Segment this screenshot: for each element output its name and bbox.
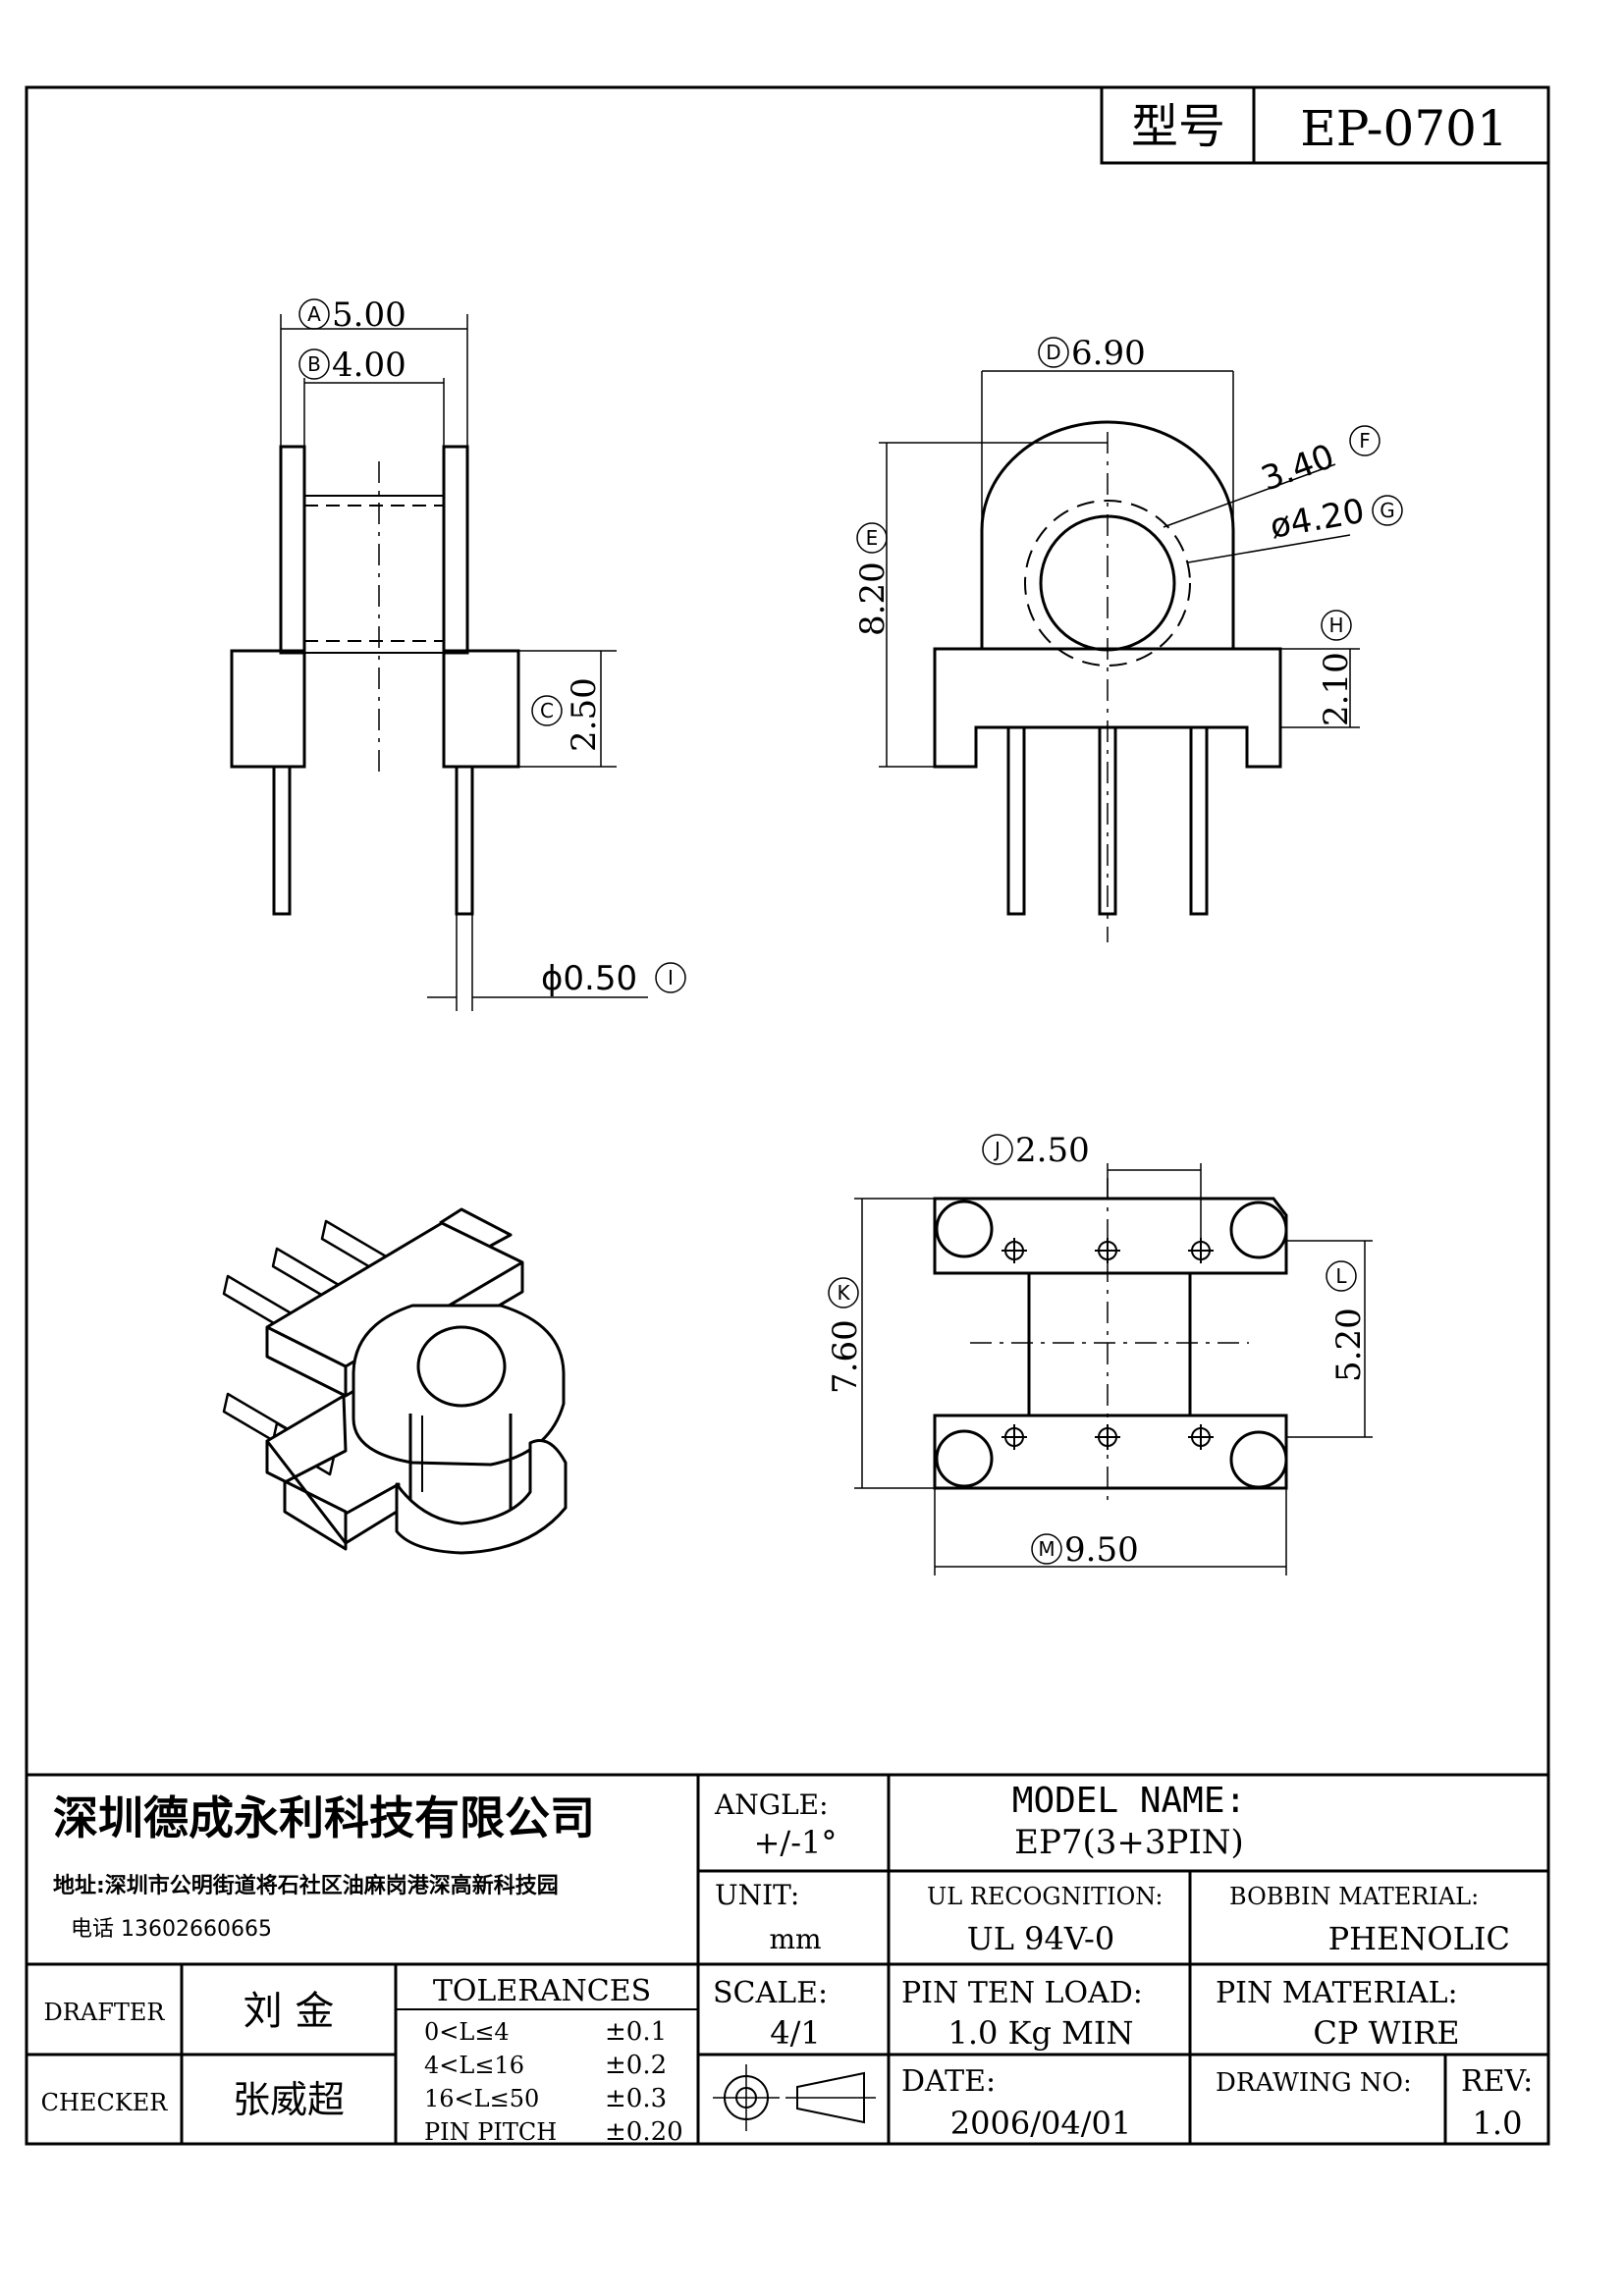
svg-text:E: E (866, 526, 879, 550)
drafter-value: 刘 金 (244, 1989, 335, 2034)
front-view (230, 314, 648, 1011)
tolerance-value-4: ±0.20 (605, 2117, 683, 2147)
svg-text:M: M (1038, 1537, 1055, 1561)
bottom-view (854, 1163, 1373, 1575)
dim-g: ø4.20 G (1268, 492, 1403, 547)
svg-text:8.20: 8.20 (853, 561, 893, 636)
dim-h: H 2.10 (1317, 610, 1356, 726)
company-address: 地址:深圳市公明街道将石社区油麻岗港深高新科技园 (53, 1873, 559, 1898)
drawing-no-label: DRAWING NO: (1216, 2068, 1412, 2098)
isometric-view (222, 1207, 568, 1555)
title-block-text: 深圳德成永利科技有限公司 地址:深圳市公明街道将石社区油麻岗港深高新科技园 电话… (41, 1781, 1534, 2147)
date-value: 2006/04/01 (950, 2105, 1131, 2142)
svg-text:H: H (1328, 614, 1343, 637)
dim-c: C 2.50 (531, 677, 604, 752)
unit-label: UNIT: (715, 1879, 799, 1911)
svg-text:B: B (307, 352, 321, 376)
side-view (879, 370, 1360, 942)
checker-label: CHECKER (41, 2089, 169, 2116)
tolerance-range-3: 16<L≤50 (424, 2085, 539, 2112)
svg-text:7.60: 7.60 (826, 1319, 865, 1394)
tolerances-label: TOLERANCES (433, 1974, 651, 2008)
pin-load-label: PIN TEN LOAD: (901, 1976, 1143, 2010)
pin-material-label: PIN MATERIAL: (1216, 1976, 1458, 2010)
dim-m: M 9.50 (1031, 1530, 1139, 1570)
checker-value: 张威超 (233, 2078, 345, 2121)
svg-text:9.50: 9.50 (1064, 1530, 1139, 1570)
tolerance-range-2: 4<L≤16 (424, 2052, 524, 2079)
svg-text:D: D (1046, 341, 1060, 364)
svg-text:G: G (1380, 499, 1395, 522)
svg-text:L: L (1335, 1264, 1347, 1288)
dim-i: ϕ0.50 I (541, 959, 686, 998)
svg-text:5.00: 5.00 (332, 295, 406, 335)
dim-d: D 6.90 (1038, 334, 1146, 373)
ul-label: UL RECOGNITION: (927, 1883, 1163, 1910)
company-phone: 电话 13602660665 (71, 1917, 272, 1942)
svg-text:K: K (837, 1281, 850, 1305)
date-label: DATE: (901, 2064, 996, 2099)
angle-value: +/-1° (754, 1824, 838, 1861)
dim-e: E 8.20 (853, 522, 893, 636)
svg-text:5.20: 5.20 (1329, 1308, 1369, 1382)
model-number: EP-0701 (1300, 100, 1508, 157)
scale-value: 4/1 (770, 2014, 821, 2052)
drafter-label: DRAFTER (44, 1999, 166, 2026)
dim-k: K 7.60 (826, 1277, 865, 1394)
svg-text:A: A (307, 302, 321, 326)
dim-j: J 2.50 (982, 1131, 1090, 1170)
svg-text:F: F (1359, 429, 1371, 453)
angle-label: ANGLE: (714, 1789, 829, 1821)
unit-value: mm (769, 1923, 821, 1955)
svg-text:6.90: 6.90 (1071, 334, 1146, 373)
pin-material-value: CP WIRE (1313, 2014, 1459, 2052)
svg-text:2.50: 2.50 (1015, 1131, 1090, 1170)
svg-text:C: C (540, 699, 554, 722)
dim-b: B 4.00 (298, 346, 406, 385)
rev-value: 1.0 (1473, 2105, 1523, 2142)
bobbin-value: PHENOLIC (1328, 1920, 1510, 1957)
svg-text:3.40: 3.40 (1256, 437, 1339, 499)
svg-text:2.50: 2.50 (565, 677, 604, 752)
tolerance-range-4: PIN PITCH (424, 2118, 557, 2146)
model-label: 型号 (1131, 99, 1225, 154)
title-block (27, 1773, 1548, 2144)
svg-text:ø4.20: ø4.20 (1268, 492, 1368, 547)
dim-a: A 5.00 (298, 295, 406, 335)
model-name-value: EP7(3+3PIN) (1014, 1823, 1244, 1862)
model-name-label: MODEL NAME: (1012, 1781, 1246, 1821)
tolerance-value-2: ±0.2 (605, 2051, 667, 2080)
scale-label: SCALE: (713, 1976, 828, 2010)
sheet-border (25, 85, 1550, 2146)
svg-text:J: J (993, 1138, 1001, 1161)
svg-text:ϕ0.50: ϕ0.50 (541, 959, 637, 998)
tolerance-value-3: ±0.3 (605, 2084, 667, 2113)
tolerance-value-1: ±0.1 (605, 2017, 667, 2047)
ul-value: UL 94V-0 (967, 1920, 1114, 1957)
bobbin-label: BOBBIN MATERIAL: (1229, 1883, 1479, 1910)
rev-label: REV: (1461, 2064, 1533, 2099)
svg-text:4.00: 4.00 (332, 346, 406, 385)
tolerance-range-1: 0<L≤4 (424, 2018, 510, 2046)
svg-text:2.10: 2.10 (1317, 652, 1356, 726)
dim-f: 3.40 F (1256, 425, 1380, 499)
pin-load-value: 1.0 Kg MIN (947, 2014, 1133, 2052)
svg-text:I: I (668, 966, 674, 989)
dim-l: L 5.20 (1326, 1260, 1369, 1382)
model-header: 型号 EP-0701 (1100, 85, 1550, 165)
company-name: 深圳德成永利科技有限公司 (53, 1791, 595, 1844)
